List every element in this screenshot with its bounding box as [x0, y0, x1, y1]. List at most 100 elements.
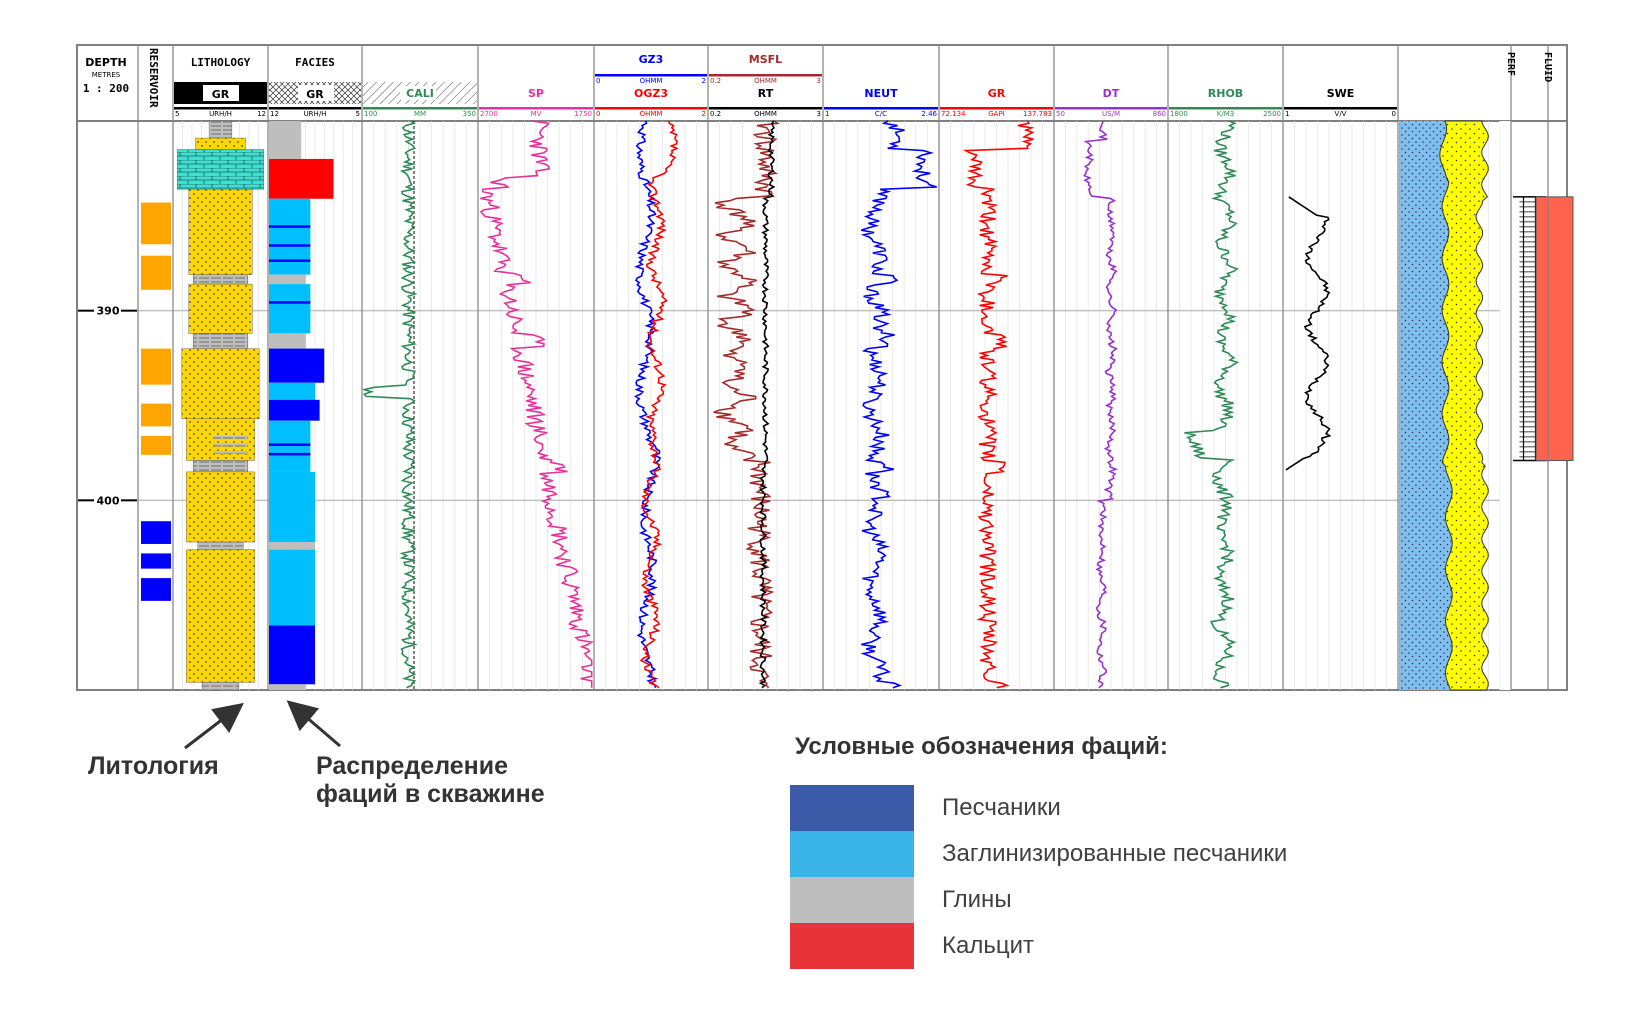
scale-unit: K/M3 — [1217, 110, 1234, 118]
facies-sand-streak — [269, 244, 311, 247]
curve-title-rt: RT — [758, 87, 774, 100]
scale-max: 3 — [817, 77, 821, 85]
scale-unit: OHMM — [754, 77, 777, 85]
scale-unit: MV — [531, 110, 542, 118]
curve-title-facies: GR — [306, 88, 324, 101]
curve-title-gz3: GZ3 — [639, 53, 664, 66]
curve-rhob — [1184, 120, 1240, 689]
depth-label: 400 — [97, 494, 120, 507]
curve-gr — [962, 120, 1035, 689]
scale-max: 860 — [1153, 110, 1166, 118]
facies-block — [269, 274, 306, 285]
scale-line — [1055, 107, 1167, 110]
log-curves — [361, 120, 1332, 689]
facies-sand-streak — [269, 225, 311, 228]
facies-block — [269, 284, 311, 334]
reservoir-interval — [141, 255, 171, 290]
curve-cali — [361, 120, 419, 689]
facies-callout-line1: Распределение — [316, 752, 509, 780]
curve-title-rhob: RHOB — [1208, 87, 1243, 100]
facies-block — [269, 121, 302, 159]
facies-block — [269, 382, 315, 400]
legend-swatch — [790, 923, 914, 969]
fluid-title: FLUID — [1542, 52, 1553, 82]
scale-line — [709, 74, 822, 77]
curve-dt — [1083, 120, 1119, 689]
facies-block — [269, 684, 306, 690]
lithology-carb — [177, 149, 264, 190]
scale-min: 0.2 — [710, 110, 721, 118]
lithology-arrow — [184, 702, 244, 750]
facies-callout-line2: фаций в скважине — [316, 780, 545, 808]
cali-label-box — [400, 86, 436, 100]
facies-block — [269, 198, 311, 275]
scale-line — [824, 107, 938, 110]
facies-block — [269, 542, 315, 550]
lithology-sand — [181, 348, 260, 419]
track-body — [141, 120, 1574, 691]
facies-sand-streak — [269, 259, 311, 262]
facies-sand-streak — [269, 443, 311, 446]
lithology-sand — [188, 283, 253, 334]
depth-units: METRES — [92, 71, 121, 79]
lithology-clay-streak — [213, 435, 248, 439]
facies-block — [269, 549, 315, 626]
scale-unit: C/C — [875, 110, 887, 118]
scale-max: 2500 — [1263, 110, 1281, 118]
reservoir-interval — [141, 403, 171, 427]
reservoir-interval — [141, 202, 171, 245]
fluid-interval — [1535, 196, 1574, 462]
reservoir-interval — [141, 553, 171, 569]
legend-swatch — [790, 831, 914, 877]
legend-swatch — [790, 785, 914, 831]
scale-min: 0 — [596, 77, 600, 85]
scale-min: 5 — [175, 110, 179, 118]
legend-item-shaly-sandstone: Заглинизированные песчаники — [790, 831, 1490, 877]
legend-label: Песчаники — [942, 794, 1061, 821]
scale-max: 12 — [257, 110, 266, 118]
legend-title: Условные обозначения фаций: — [795, 733, 1168, 760]
scale-min: 2700 — [480, 110, 498, 118]
depth-title: DEPTH — [85, 56, 126, 69]
scale-min: 12 — [270, 110, 279, 118]
reservoir-interval — [141, 435, 171, 455]
sand-volume-fill — [1439, 120, 1489, 691]
composite-white — [1499, 121, 1511, 690]
scale-unit: V/V — [1335, 110, 1347, 118]
facies-sand-streak — [269, 452, 311, 456]
well-log-panel: DEPTH METRES 1 : 200 RESERVOIR PERF FLUI… — [76, 44, 1574, 691]
scale-max: 2 — [702, 110, 706, 118]
arrows — [184, 700, 341, 750]
scale-line — [595, 107, 707, 110]
depth-header: DEPTH METRES 1 : 200 — [83, 56, 129, 95]
curve-ogz3 — [639, 120, 679, 689]
scale-max: 2 — [702, 77, 706, 85]
scale-max: 137.783 — [1023, 110, 1052, 118]
scale-max: 2.46 — [921, 110, 937, 118]
scale-min: 72.134 — [941, 110, 966, 118]
scale-unit: OHMM — [640, 77, 663, 85]
scale-max: 3 — [817, 110, 821, 118]
scale-min: 1800 — [1170, 110, 1188, 118]
scale-max: 350 — [463, 110, 476, 118]
curve-gz3 — [633, 120, 662, 688]
curve-title-msfl: MSFL — [749, 53, 782, 66]
curve-title-swe: SWE — [1327, 87, 1355, 100]
scale-min: 1 — [825, 110, 829, 118]
scale-max: 1750 — [574, 110, 592, 118]
lithology-clay-streak — [213, 451, 248, 455]
curve-neut — [860, 120, 937, 689]
facies-sand-streak — [269, 633, 311, 636]
lithology-sand — [186, 471, 255, 543]
scale-unit: GAPI — [988, 110, 1005, 118]
reservoir-title: RESERVOIR — [147, 48, 160, 108]
facies-block — [269, 399, 320, 421]
scale-min: 1 — [1285, 110, 1289, 118]
scale-unit: URH/H — [304, 110, 327, 118]
facies-arrow — [286, 700, 341, 748]
curve-title-ogz3: OGZ3 — [634, 87, 668, 100]
facies-sand-streak — [269, 301, 311, 304]
scale-max: 5 — [356, 110, 360, 118]
